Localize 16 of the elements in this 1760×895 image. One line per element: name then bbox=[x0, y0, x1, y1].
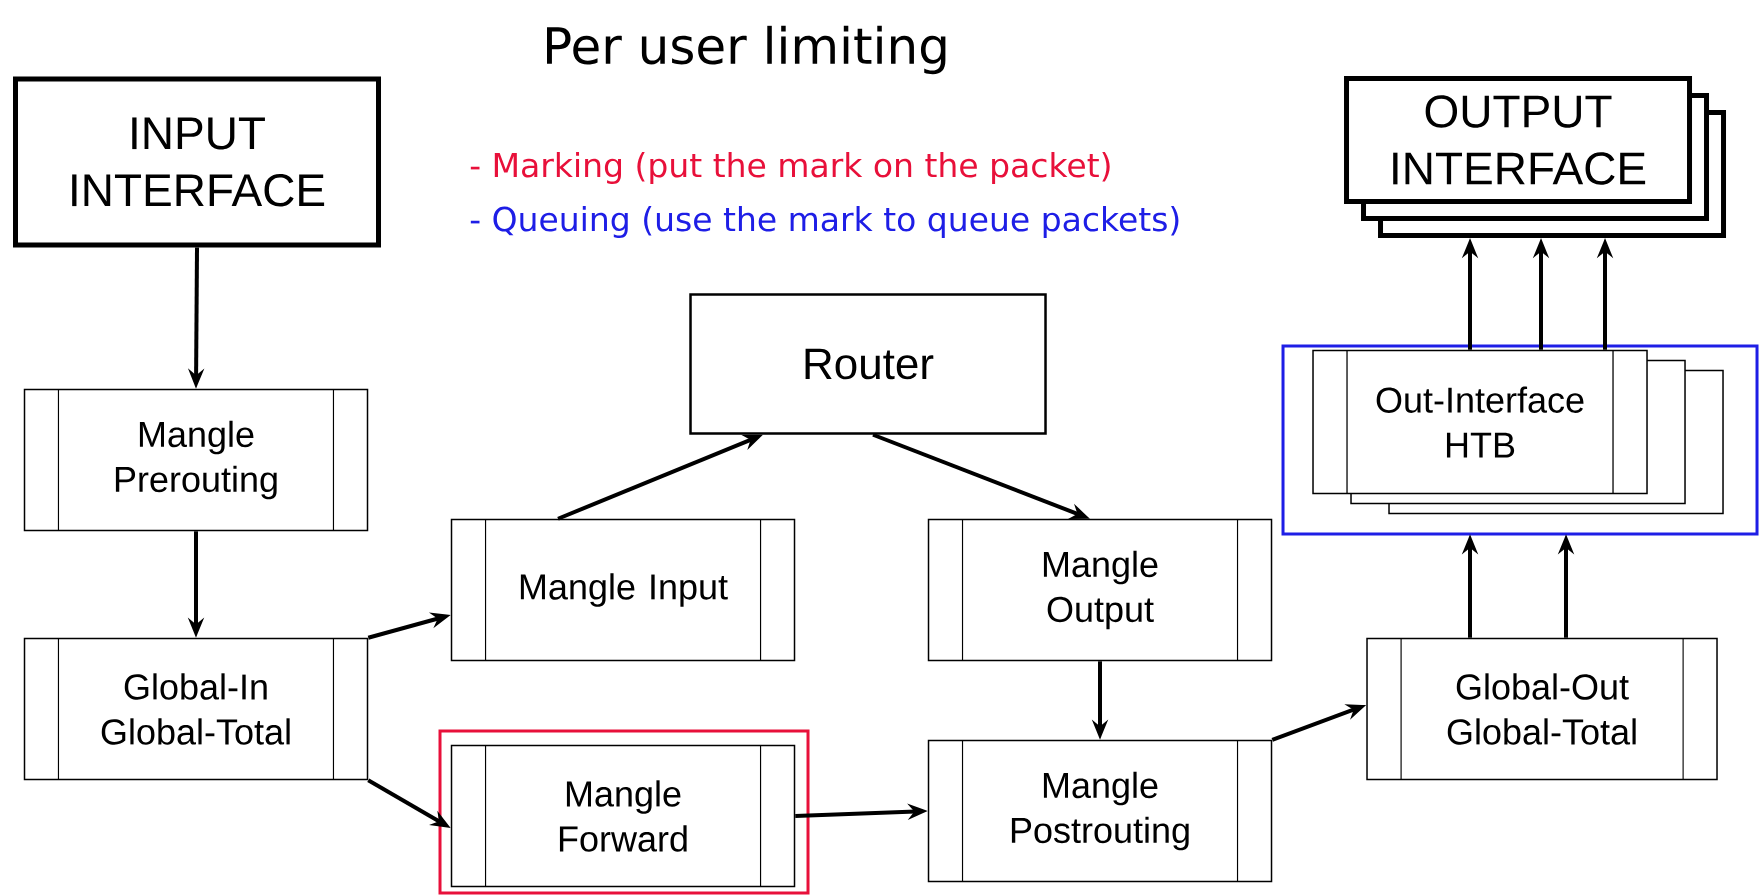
router-box: Router bbox=[689, 293, 1047, 435]
process-box: Mangle Forward bbox=[450, 744, 796, 888]
process-box: Mangle Output bbox=[927, 518, 1273, 662]
legend-note: - Queuing (use the mark to queue packets) bbox=[470, 206, 1179, 238]
process-box: Global-In Global-Total bbox=[23, 637, 369, 781]
interface-box: INPUT INTERFACE bbox=[13, 76, 381, 248]
process-box: Global-Out Global-Total bbox=[1366, 637, 1718, 781]
process-stack: Out-Interface HTB bbox=[1312, 349, 1724, 515]
process-box: Mangle Input bbox=[450, 518, 796, 662]
legend-note: - Marking (put the mark on the packet) bbox=[470, 152, 1110, 184]
highlight-frame bbox=[1281, 344, 1759, 536]
interface-stack: OUTPUT INTERFACE bbox=[1344, 76, 1726, 238]
title: Per user limiting bbox=[547, 25, 946, 75]
process-box: Mangle Postrouting bbox=[927, 739, 1273, 883]
highlight-frame bbox=[438, 729, 810, 895]
process-box: Mangle Prerouting bbox=[23, 388, 369, 532]
